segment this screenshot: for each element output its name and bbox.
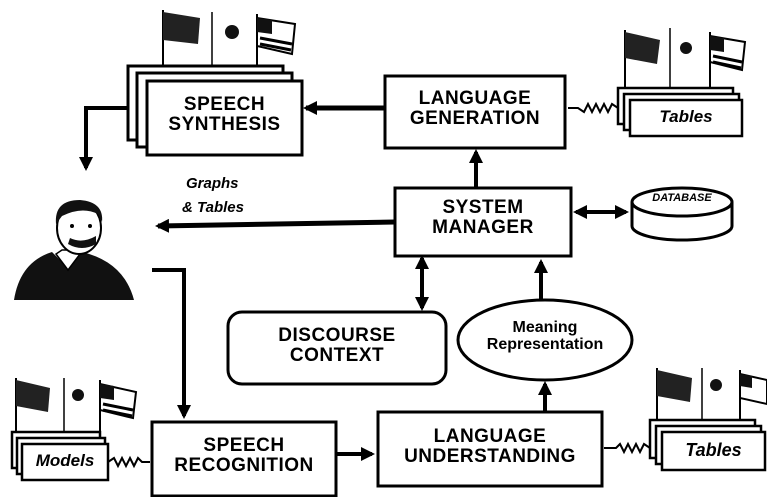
discourse-context-box [226, 310, 448, 386]
meaning-representation-line-2: Representation [486, 335, 604, 353]
system-manager-label: SYSTEM MANAGER [395, 198, 571, 238]
speech-synthesis-line-2: SYNTHESIS [168, 113, 281, 135]
speech-synthesis-stack [126, 64, 304, 157]
models-label: Models [35, 451, 95, 470]
discourse-context-line-1: DISCOURSE [278, 325, 396, 346]
language-generation-line-1: LANGUAGE [418, 88, 532, 109]
tables-top-stack [616, 86, 744, 138]
database-icon [630, 186, 734, 242]
language-understanding-line-1: LANGUAGE [433, 426, 547, 447]
system-manager-line-2: MANAGER [432, 216, 534, 238]
language-generation-line-2: GENERATION [409, 107, 541, 129]
tables-bottom-label: Tables [685, 440, 742, 460]
person-icon [14, 200, 134, 300]
graphs-line: Graphs [186, 175, 239, 192]
discourse-context-line-2: CONTEXT [289, 344, 385, 366]
speech-synthesis-label: SPEECH SYNTHESIS [147, 95, 302, 135]
language-understanding-box [376, 410, 604, 488]
flag-icon-group-bottom-right [656, 368, 767, 425]
meaning-representation-ellipse [456, 298, 634, 382]
language-generation-box [383, 74, 567, 150]
speech-recognition-line-2: RECOGNITION [174, 454, 314, 476]
meaning-representation-line-1: Meaning [512, 319, 578, 336]
flag-icon-group-top-right [624, 28, 747, 90]
flag-icon-group-top-left [162, 10, 297, 70]
tables-bottom-stack [648, 418, 767, 472]
system-manager-line-1: SYSTEM [442, 197, 524, 218]
tables-top-label: Tables [659, 107, 713, 126]
language-generation-label: LANGUAGE GENERATION [385, 89, 565, 129]
speech-synthesis-line-1: SPEECH [183, 94, 266, 115]
flag-icon-group-bottom-left [15, 378, 138, 432]
speech-recognition-box [150, 420, 338, 497]
connectors [79, 101, 651, 469]
speech-recognition-label: SPEECH RECOGNITION [152, 436, 336, 476]
models-stack [10, 430, 110, 482]
system-manager-box [393, 186, 573, 258]
language-understanding-line-2: UNDERSTANDING [404, 445, 576, 467]
discourse-context-label: DISCOURSE CONTEXT [228, 326, 446, 366]
tables-line: & Tables [182, 198, 244, 216]
meaning-representation-label: Meaning Representation [458, 319, 632, 354]
graphs-tables-label: Graphs & Tables [168, 176, 278, 216]
language-understanding-label: LANGUAGE UNDERSTANDING [378, 427, 602, 467]
database-label: DATABASE [652, 192, 712, 204]
speech-recognition-line-1: SPEECH [203, 435, 285, 456]
